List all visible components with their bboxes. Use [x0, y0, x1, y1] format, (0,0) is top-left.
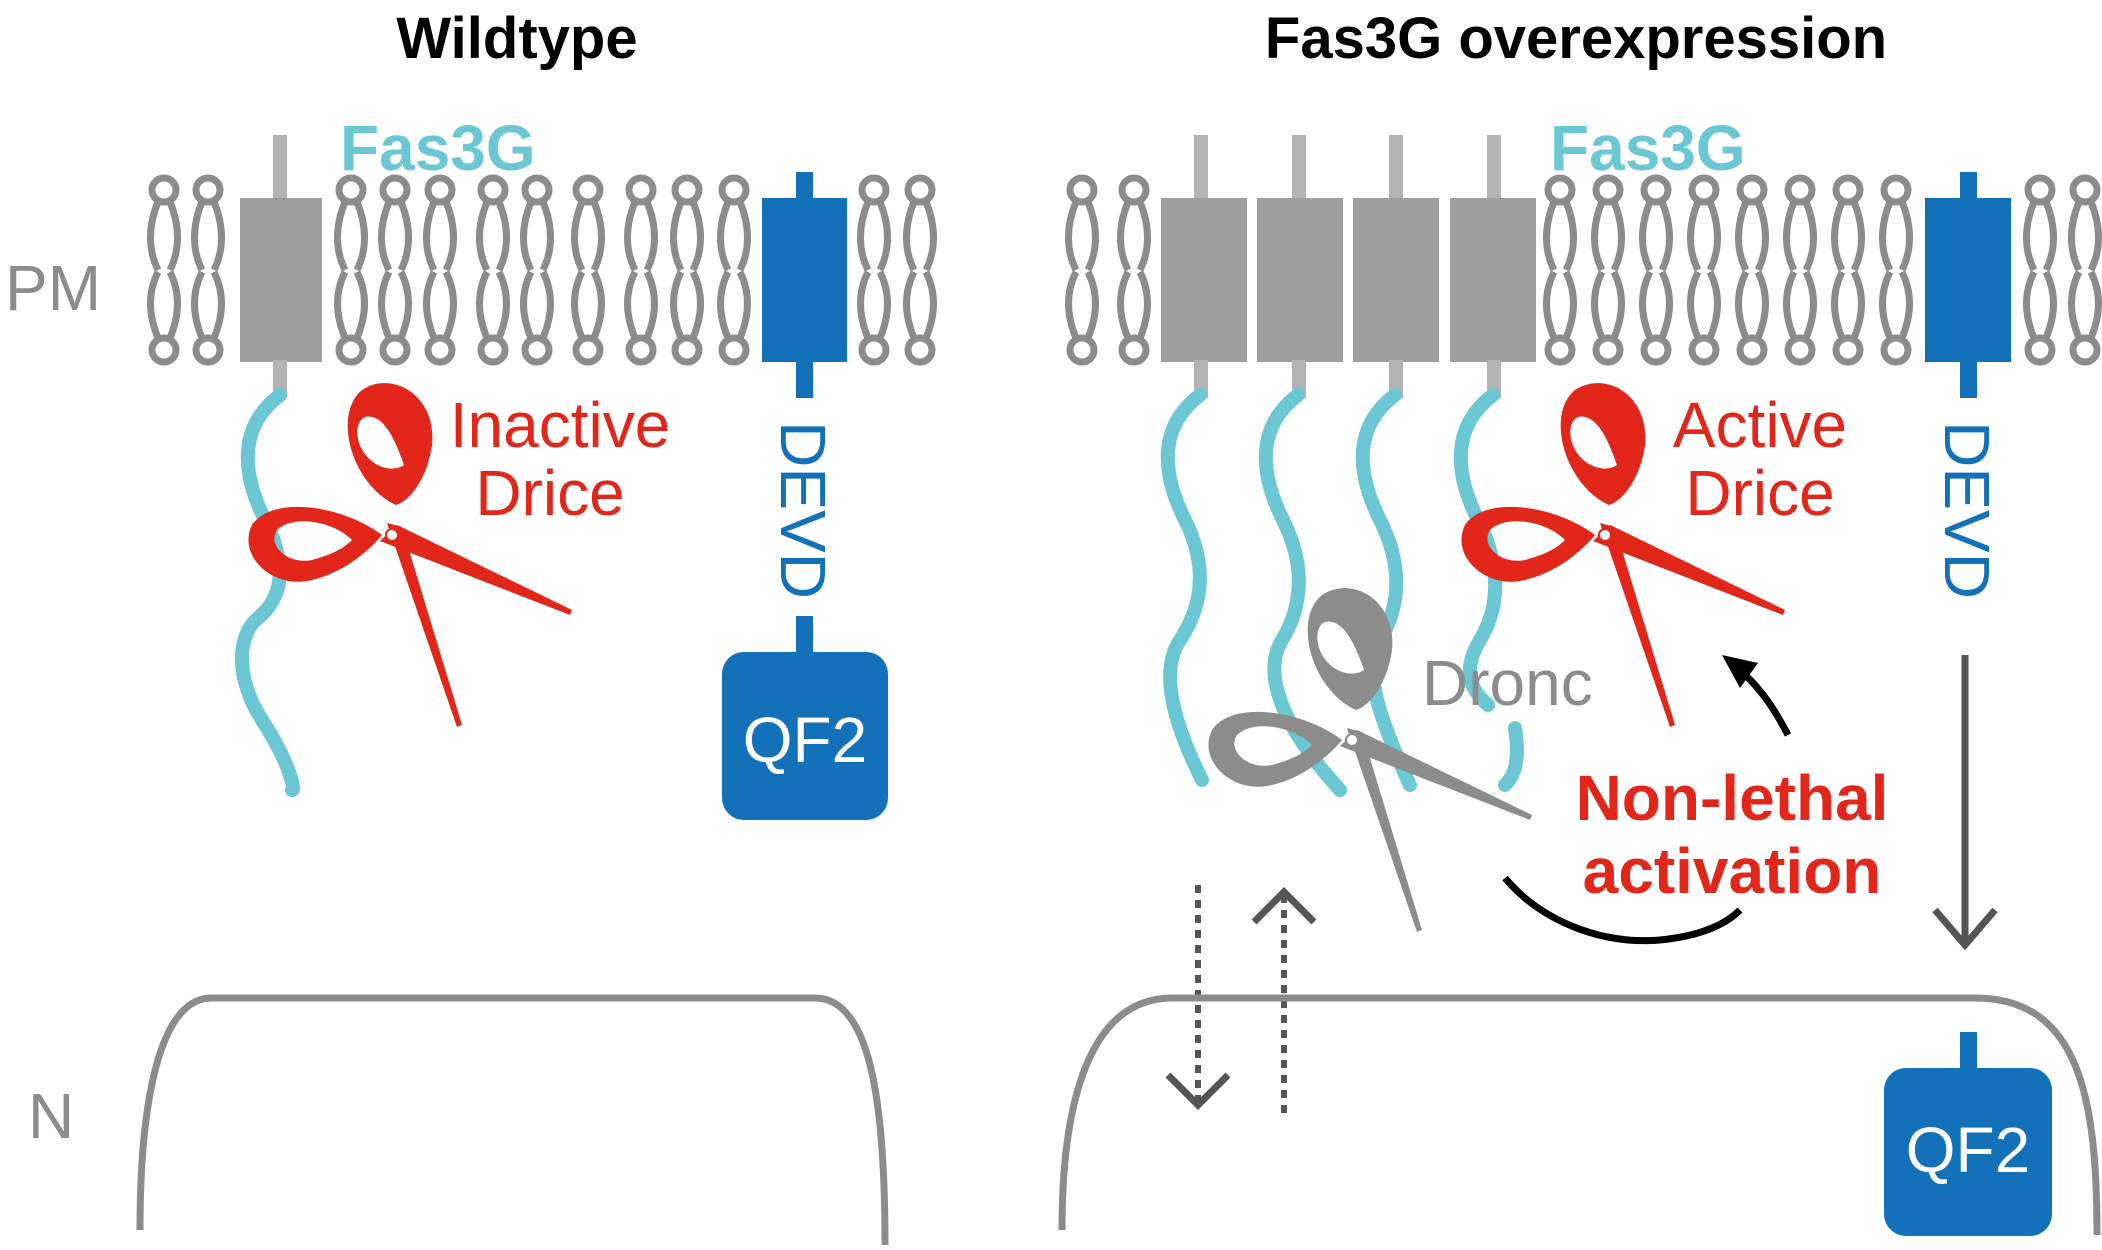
left-nucleus — [136, 994, 889, 1246]
left-devd-label: DEVD — [767, 421, 839, 599]
right-devd-reporter — [1925, 172, 2011, 398]
right-fas3g-label: Fas3G — [1550, 112, 1746, 184]
active-drice-label-line1: Active — [1673, 389, 1847, 461]
activation-cycle-arrows-icon — [1502, 655, 1792, 945]
left-fas3g-label: Fas3G — [340, 112, 536, 184]
right-panel: Fas3G overexpression Fas3G — [1058, 6, 2101, 1236]
left-panel-title: Wildtype — [396, 6, 637, 71]
non-lethal-activation-line1: Non-lethal — [1576, 762, 1889, 834]
nuclear-shuttle-arrows-icon — [1165, 885, 1317, 1115]
left-panel: Wildtype PM N Fas3G Inactive Dric — [5, 6, 934, 1246]
non-lethal-activation-line2: activation — [1583, 835, 1882, 907]
active-drice-label-line2: Drice — [1685, 457, 1834, 529]
right-qf2-label: QF2 — [1906, 1114, 2030, 1186]
left-devd-reporter — [722, 172, 888, 820]
right-devd-label: DEVD — [1931, 421, 2003, 599]
left-qf2-label: QF2 — [743, 704, 867, 776]
dronc-label: Dronc — [1422, 647, 1593, 719]
n-label: N — [28, 1080, 74, 1152]
inactive-drice-label-line1: Inactive — [450, 389, 671, 461]
inactive-drice-label-line2: Drice — [475, 457, 624, 529]
right-nucleus — [1058, 994, 2101, 1236]
right-panel-title: Fas3G overexpression — [1265, 6, 1887, 71]
right-fas3g-proteins — [1160, 135, 1536, 797]
right-qf2-reporter — [1884, 1032, 2052, 1236]
left-fas3g-protein — [235, 135, 322, 797]
pm-label: PM — [5, 252, 101, 324]
qf2-translocation-arrow-icon — [1932, 655, 1998, 951]
